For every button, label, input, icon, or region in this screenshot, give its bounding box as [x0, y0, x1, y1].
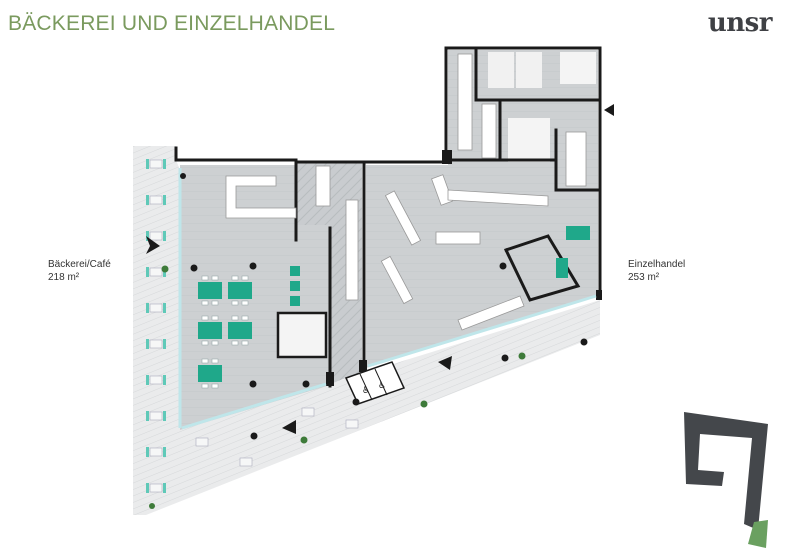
- glass-facade: [178, 168, 597, 430]
- retail-shelves: [380, 174, 549, 331]
- table-chairs: [201, 275, 249, 389]
- building-logo-mark: [684, 412, 768, 548]
- bakery-size: 218 m²: [48, 272, 80, 283]
- service-room-white: [508, 118, 550, 162]
- page-title: BÄCKEREI UND EINZELHANDEL: [8, 12, 336, 35]
- terrace-deck: [133, 146, 600, 515]
- bakery-counter: [225, 175, 297, 219]
- bakery-tables: [198, 226, 590, 382]
- brand-logo: unsr: [707, 8, 773, 38]
- retail-size: 253 m²: [628, 272, 660, 283]
- retail-label: Einzelhandel 253 m²: [628, 258, 685, 284]
- retail-floor: [366, 160, 598, 368]
- wc-room-1: [488, 52, 514, 88]
- terrace-tables: [146, 159, 359, 493]
- kitchen-shelf: [345, 199, 359, 301]
- walls: [174, 46, 602, 388]
- bakery-wc: [276, 311, 328, 359]
- bakery-floor: [180, 165, 330, 430]
- wc-room-2: [516, 52, 542, 88]
- svg-text:♿: ♿: [362, 386, 370, 396]
- plants: [149, 265, 526, 509]
- svg-text:♿: ♿: [378, 381, 386, 391]
- kitchen-counter: [315, 165, 331, 207]
- bakery-name: Bäckerei/Café: [48, 259, 111, 270]
- entrance-arrows: [146, 104, 614, 434]
- bakery-kitchen-floor: [296, 162, 362, 384]
- service-room-white-2: [560, 52, 596, 84]
- stairs: ♿ ♿: [344, 361, 406, 405]
- service-fixtures: [457, 53, 587, 187]
- bakery-label: Bäckerei/Café 218 m²: [48, 258, 111, 284]
- columns: [180, 173, 588, 440]
- retail-name: Einzelhandel: [628, 259, 686, 270]
- wall-ends: [326, 150, 602, 386]
